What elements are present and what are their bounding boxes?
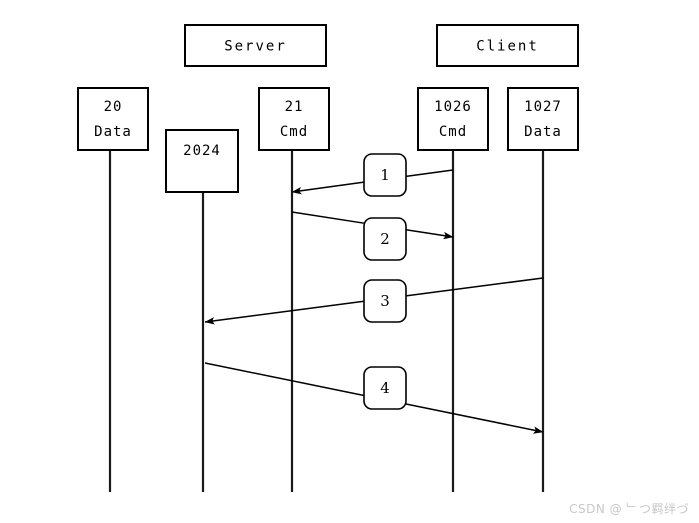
message-4: 4	[204, 362, 544, 434]
message-number-label: 4	[380, 379, 390, 397]
port-number-label: 20	[104, 99, 123, 115]
message-line-segment	[405, 403, 544, 434]
message-number-label: 2	[380, 230, 390, 248]
message-line-segment	[204, 300, 365, 325]
port-type-label: Data	[524, 124, 562, 140]
title-box-label: Server	[224, 39, 287, 55]
title-box-rect	[184, 24, 327, 67]
port-type-label: Cmd	[280, 124, 308, 140]
title-box-rect	[436, 24, 579, 67]
port-number-label: 21	[285, 99, 304, 115]
port-number-label: 1027	[524, 99, 562, 115]
title-box-client: Client	[436, 24, 579, 67]
message-number-label: 3	[380, 292, 390, 310]
message-number-box	[363, 217, 407, 261]
port-box-rect	[258, 87, 330, 151]
port-box-port-2024: 2024	[165, 129, 239, 193]
message-line-segment	[204, 362, 365, 397]
message-1: 1	[291, 153, 454, 197]
message-line-segment	[405, 169, 454, 178]
port-box-rect	[417, 87, 489, 151]
message-line-segment	[291, 181, 365, 195]
message-line-segment	[405, 277, 544, 297]
title-boxes-group: Server Client	[184, 24, 579, 67]
message-3: 3	[204, 277, 544, 325]
port-box-rect	[77, 87, 149, 151]
lifelines-group	[108, 150, 545, 492]
title-box-label: Client	[476, 39, 539, 55]
port-type-label: Cmd	[439, 124, 467, 140]
message-line-segment	[405, 228, 454, 240]
port-box-rect	[165, 129, 239, 193]
port-box-rect	[507, 87, 579, 151]
messages-group: 1 2 3 4	[204, 153, 544, 434]
title-box-server: Server	[184, 24, 327, 67]
port-number-label: 2024	[183, 143, 221, 159]
csdn-watermark: CSDN @ ﹂つ羁绊づ	[569, 502, 689, 516]
message-number-box	[363, 366, 407, 410]
message-number-box	[363, 153, 407, 197]
message-number-box	[363, 279, 407, 323]
port-number-label: 1026	[434, 99, 472, 115]
message-number-label: 1	[380, 166, 390, 184]
message-2: 2	[291, 211, 454, 261]
port-type-label: Data	[94, 124, 132, 140]
message-line-segment	[291, 211, 365, 224]
